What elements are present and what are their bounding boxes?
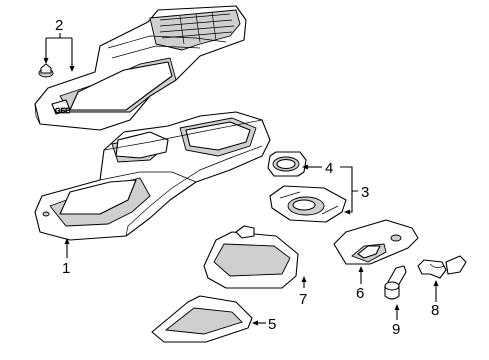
callout-3: 3 [361,184,369,201]
callout-2: 2 [55,17,63,34]
part-6-switch-housing [333,219,419,265]
part-7-lamp [203,225,299,289]
callout-4: 4 [325,160,333,177]
part-8-connector [417,255,467,279]
callout-7: 7 [299,291,307,308]
part-2-upper-console: GEE [34,5,247,131]
callout-1: 1 [62,260,70,277]
part-1-lower-console [34,111,271,241]
clip-fastener-2 [38,63,54,78]
callout-5: 5 [268,316,276,333]
part-9-socket [384,265,407,300]
callout-8: 8 [431,302,439,319]
part-3-housing [269,185,347,223]
svg-text:GEE: GEE [55,108,70,115]
part-4-bezel [267,151,307,177]
callout-9: 9 [392,321,400,338]
callout-6: 6 [356,285,364,302]
leader-lines [43,33,439,326]
part-5-lens [151,295,253,343]
